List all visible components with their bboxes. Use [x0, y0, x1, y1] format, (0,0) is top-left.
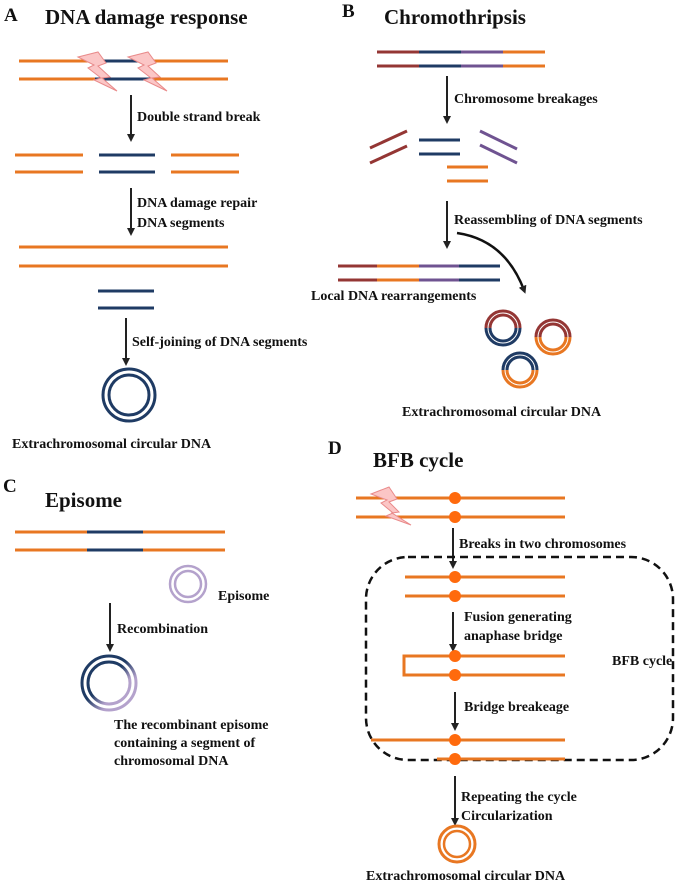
multicolor-chromosome	[377, 50, 545, 68]
lightning-bolt-icon	[76, 51, 118, 92]
broken-bridge-chromosomes	[371, 734, 565, 765]
recombinant-episome-icon	[80, 654, 138, 712]
panel-letter-a: A	[4, 5, 18, 26]
centromere	[449, 650, 461, 662]
step-label: Recombination	[117, 622, 208, 637]
episome-label: Episome	[218, 589, 269, 604]
panel-title-b: Chromothripsis	[384, 5, 526, 29]
panel-letter-b: B	[342, 1, 355, 22]
circular-dna-icon	[534, 318, 572, 356]
result-label: containing a segment of	[114, 736, 256, 751]
shattered-fragments	[369, 129, 518, 183]
broken-segments	[15, 153, 239, 174]
step-label: Self-joining of DNA segments	[132, 335, 308, 350]
result-label: The recombinant episome	[114, 718, 269, 733]
step-label: Circularization	[461, 809, 553, 824]
centromere	[449, 511, 461, 523]
centromere	[449, 734, 461, 746]
result-label: Extrachromosomal circular DNA	[366, 869, 566, 884]
step-label: Chromosome breakages	[454, 92, 598, 107]
chromosome-with-segment	[15, 530, 225, 552]
panel-a: A DNA damage response Double strand brea…	[4, 5, 308, 452]
episome-icon	[168, 564, 208, 604]
circular-dna-icon	[437, 824, 477, 864]
centromere	[449, 492, 461, 504]
step-label: Bridge breakeage	[464, 700, 569, 715]
centromere	[449, 669, 461, 681]
circular-dna-icon	[501, 351, 539, 389]
broken-chromosomes	[405, 571, 565, 602]
step-label: Double strand break	[137, 110, 261, 125]
step-label: Fusion generating	[464, 610, 572, 625]
circular-dna-icon	[484, 309, 522, 347]
panel-b: B Chromothripsis Chromosome breakages Re…	[311, 1, 643, 420]
lightning-bolt-icon	[126, 51, 168, 92]
fused-chromosomes	[402, 650, 565, 681]
centromere	[449, 753, 461, 765]
repaired-chromosome	[19, 245, 228, 268]
step-label: anaphase bridge	[464, 629, 562, 644]
curved-arrow-icon	[456, 231, 527, 294]
panel-letter-d: D	[328, 438, 342, 459]
result-label: Extrachromosomal circular DNA	[12, 437, 212, 452]
centromere	[449, 590, 461, 602]
step-label: DNA segments	[137, 216, 225, 231]
step-label: Reassembling of DNA segments	[454, 213, 643, 228]
step-label: DNA damage repair	[137, 196, 257, 211]
step-label: Repeating the cycle	[461, 790, 577, 805]
panel-d: D BFB cycle Breaks in two chromosomes Fu…	[328, 438, 675, 884]
cycle-label: BFB cycle	[612, 654, 672, 669]
intact-chromosome	[19, 59, 228, 81]
result-label: Extrachromosomal circular DNA	[402, 405, 602, 420]
result-label: chromosomal DNA	[114, 754, 229, 769]
panel-title-d: BFB cycle	[373, 448, 463, 472]
rearranged-chromosome	[338, 264, 500, 282]
rearrangement-label: Local DNA rearrangements	[311, 289, 477, 304]
panel-title-a: DNA damage response	[45, 5, 248, 29]
excised-segment	[98, 289, 154, 310]
lightning-bolt-icon	[369, 486, 412, 526]
panel-c: C Episome Episome Recombination The reco…	[3, 476, 269, 769]
centromere	[449, 571, 461, 583]
panel-letter-c: C	[3, 476, 17, 497]
panel-title-c: Episome	[45, 488, 122, 512]
step-label: Breaks in two chromosomes	[459, 537, 627, 552]
circular-dna-icon	[101, 367, 157, 423]
